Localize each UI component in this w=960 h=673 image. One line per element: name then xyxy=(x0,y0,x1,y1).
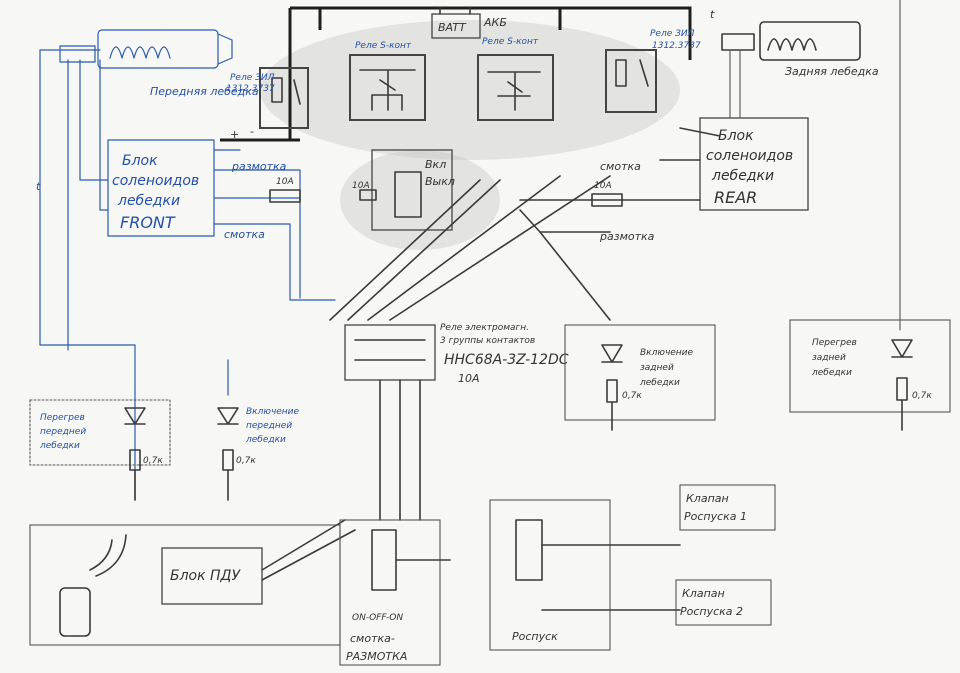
block-rear-line2: соленоидов xyxy=(706,148,793,164)
led-rear-overheat: Перегрев задней лебедки 0,7к xyxy=(789,319,951,431)
switch-direction-line1: смотка- xyxy=(350,632,395,645)
led-rear-on-line2: задней xyxy=(640,363,674,373)
switch-mode-label: ON-OFF-ON xyxy=(352,613,403,623)
relay-zil-left-num: 1312.3737 xyxy=(226,84,275,94)
relay-zil-left: Реле ЗИЛ 1312.3737 xyxy=(226,67,309,129)
led-rear-on-line1: Включение xyxy=(640,348,694,358)
switch-off-label: Выкл xyxy=(425,175,455,188)
led-front-on: Включение передней лебедки 0,7к xyxy=(217,407,300,501)
rear-wiring: смотка размотка xyxy=(329,0,901,331)
relay-em-label2: 3 группы контактов xyxy=(440,336,535,346)
led-rear-over-line2: задней xyxy=(812,353,846,363)
relay-em-label1: Реле электромагн. xyxy=(440,323,529,333)
fuse-label-switch: 10А xyxy=(352,181,370,191)
fuse-rear: 10А xyxy=(591,181,623,207)
remote-fob-icon xyxy=(59,587,91,637)
relay-s-kont-1-label: Реле S-конт xyxy=(355,41,412,51)
rear-smotka-label: смотка xyxy=(600,160,641,173)
pencil-smudge xyxy=(340,150,500,250)
pdu-block-label: Блок ПДУ xyxy=(170,568,241,584)
led-front-on-line2: передней xyxy=(246,421,292,431)
block-front-line4: FRONT xyxy=(120,213,176,232)
switch-rospusk: Роспуск xyxy=(489,499,681,651)
resistor-value-3: 0,7к xyxy=(622,391,642,401)
led-front-overheat: Перегрев передней лебедки 0,7к xyxy=(29,399,171,501)
relay-s-kont-2: Реле S-конт xyxy=(477,37,554,121)
switch-winch-direction: ON-OFF-ON смотка- РАЗМОТКА xyxy=(339,519,451,666)
rear-razmotka-label: размотка xyxy=(599,230,655,243)
valve-2: Клапан Роспуска 2 xyxy=(675,579,772,626)
battery-label: BATT xyxy=(438,21,467,34)
pencil-smudge xyxy=(260,20,680,160)
on-off-switch: Вкл Выкл 10А xyxy=(352,149,455,231)
front-razmotka-label: размотка xyxy=(231,160,287,173)
led-front-over-line2: передней xyxy=(40,427,86,437)
relay-hhc68a: Реле электромагн. 3 группы контактов HHC… xyxy=(344,323,569,521)
relay-s-kont-2-label: Реле S-конт xyxy=(482,37,539,47)
switch-direction-line2: РАЗМОТКА xyxy=(346,650,407,663)
relay-em-model: HHC68A-3Z-12DC xyxy=(444,352,569,368)
akb-label: АКБ xyxy=(483,16,507,29)
front-minus-label: - xyxy=(250,125,254,138)
valve1-line2: Роспуска 1 xyxy=(684,510,747,523)
led-front-over-line3: лебедки xyxy=(39,441,80,451)
relay-zil-right-num: 1312.3737 xyxy=(652,41,701,51)
front-winch: Передняя лебедка xyxy=(59,29,259,98)
led-rear-on-line3: лебедки xyxy=(639,378,680,388)
rear-winch-label: Задняя лебедка xyxy=(785,65,879,78)
relay-zil-left-label: Реле ЗИЛ xyxy=(230,73,275,83)
valve2-line2: Роспуска 2 xyxy=(680,605,743,618)
remote-control-block: Блок ПДУ xyxy=(29,519,356,646)
block-rear-line1: Блок xyxy=(718,128,754,144)
valve-1: Клапан Роспуска 1 xyxy=(679,484,776,531)
relay-zil-right-label: Реле ЗИЛ xyxy=(650,29,695,39)
front-wiring: размотка смотка t + - xyxy=(36,49,336,501)
relay-zil-right: Реле ЗИЛ 1312.3737 xyxy=(605,29,701,113)
block-front-line3: лебедки xyxy=(117,193,180,209)
front-temp-symbol: t xyxy=(36,180,41,193)
battery: BATT АКБ xyxy=(431,7,507,39)
rospusk-label: Роспуск xyxy=(512,630,558,643)
valve2-line1: Клапан xyxy=(682,587,725,600)
led-front-on-line1: Включение xyxy=(246,407,300,417)
front-winch-label: Передняя лебедка xyxy=(150,85,259,98)
block-rear-line3: лебедки xyxy=(711,168,774,184)
valve1-line1: Клапан xyxy=(686,492,729,505)
led-front-on-line3: лебедки xyxy=(245,435,286,445)
front-plus-label: + xyxy=(230,128,239,141)
block-rear-line4: REAR xyxy=(714,188,757,207)
led-front-over-line1: Перегрев xyxy=(40,413,85,423)
rear-temp-symbol: t xyxy=(710,8,715,21)
led-rear-over-line1: Перегрев xyxy=(812,338,857,348)
resistor-value-4: 0,7к xyxy=(912,391,932,401)
block-front-line1: Блок xyxy=(122,153,158,169)
fuse-front: 10А xyxy=(269,177,301,203)
resistor-value-1: 0,7к xyxy=(143,456,163,466)
block-front-line2: соленоидов xyxy=(112,173,199,189)
rear-winch: Задняя лебедка t xyxy=(710,8,879,78)
solenoid-block-front: Блок соленоидов лебедки FRONT xyxy=(107,139,215,237)
solenoid-block-rear: Блок соленоидов лебедки REAR xyxy=(699,117,809,211)
led-rear-over-line3: лебедки xyxy=(811,368,852,378)
fuse-front-label: 10А xyxy=(276,177,294,187)
relay-s-kont-1: Реле S-конт xyxy=(349,41,426,121)
resistor-value-2: 0,7к xyxy=(236,456,256,466)
switch-on-label: Вкл xyxy=(425,158,446,171)
battery-bus xyxy=(220,6,721,142)
relay-em-amp: 10А xyxy=(458,372,480,385)
led-rear-on: Включение задней лебедки 0,7к xyxy=(564,324,716,431)
fuse-rear-label: 10А xyxy=(594,181,612,191)
front-smotka-label: смотка xyxy=(224,228,265,241)
